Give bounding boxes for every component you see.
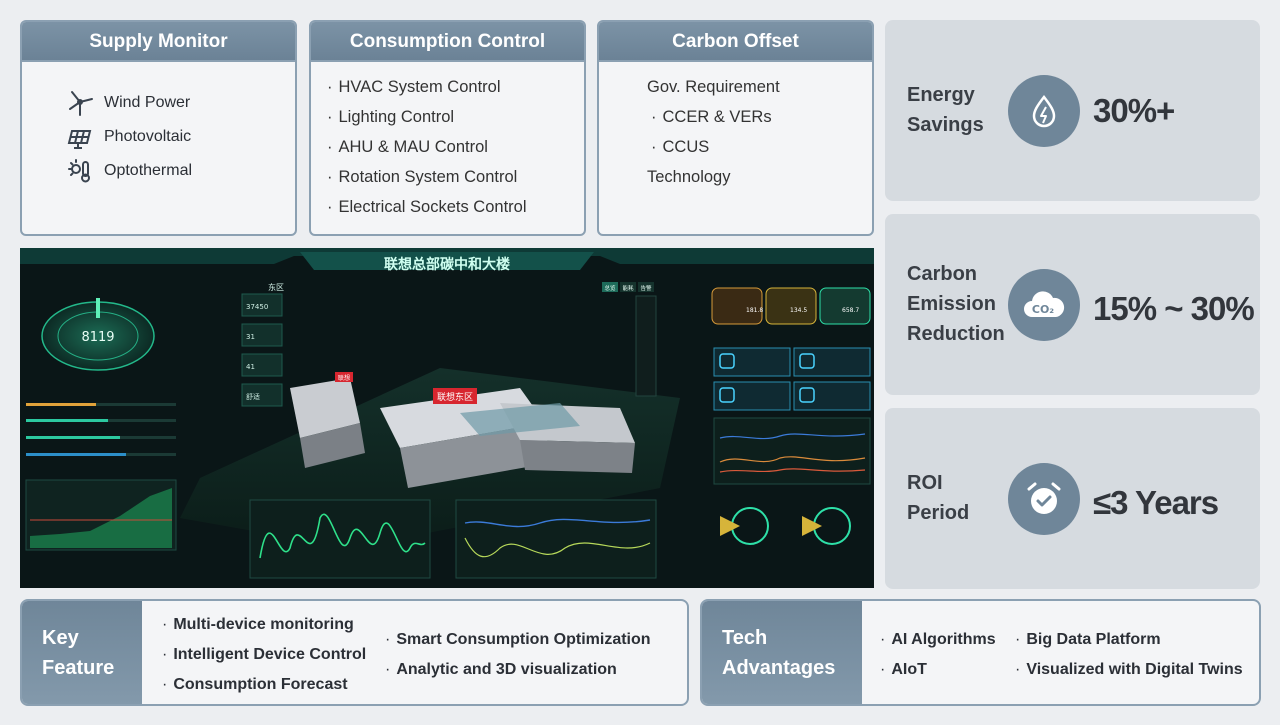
list-item: Technology	[647, 168, 731, 186]
roi-period-stat: ROI Period ≤3 Years	[885, 408, 1260, 589]
consumption-control-card: Consumption Control HVAC System Control …	[309, 20, 586, 236]
list-item: Optothermal	[66, 154, 295, 188]
list-item: Big Data Platform	[1015, 625, 1243, 655]
stat-value: 30%+	[1093, 92, 1175, 129]
list-item: Intelligent Device Control	[162, 640, 366, 670]
stat-label: Energy Savings	[907, 84, 984, 136]
dash-left-value: 37450	[246, 303, 268, 311]
carbon-emission-stat: Carbon Emission Reduction CO₂ 15% ~ 30%	[885, 214, 1260, 395]
supply-item-label: Optothermal	[104, 162, 193, 179]
dash-right-value: 181.8	[746, 307, 763, 314]
list-item: Multi-device monitoring	[162, 610, 366, 640]
co2-cloud-icon: CO₂	[1008, 269, 1080, 341]
list-item: Gov. Requirement	[647, 78, 780, 96]
dash-right-value: 134.5	[790, 307, 807, 314]
dash-tab[interactable]: 告警	[640, 284, 652, 292]
stat-label: Carbon Emission Reduction	[907, 263, 1005, 345]
supply-monitor-title: Supply Monitor	[22, 22, 295, 62]
gauge-value: 8119	[81, 330, 114, 345]
alarm-clock-icon	[1008, 463, 1080, 535]
dash-tab[interactable]: 能耗	[622, 284, 634, 292]
digital-twin-dashboard: 联想总部碳中和大楼 8119 37450 31 41 舒适 东区 联想 联想东区	[20, 248, 874, 588]
stat-value: ≤3 Years	[1093, 484, 1219, 521]
supply-list: Wind Power Photovoltaic Optothermal	[22, 62, 295, 188]
tech-list-2: Big Data Platform Visualized with Digita…	[1015, 625, 1243, 685]
dashboard-title: 联想总部碳中和大楼	[384, 256, 510, 273]
energy-drop-icon	[1008, 75, 1080, 147]
sun-thermometer-icon	[68, 159, 90, 183]
list-item: Consumption Forecast	[162, 670, 366, 700]
key-feature-list-2: Smart Consumption Optimization Analytic …	[385, 625, 651, 685]
list-item: Visualized with Digital Twins	[1015, 655, 1242, 685]
tech-list-1: AI Algorithms AIoT	[880, 625, 996, 685]
carbon-offset-title: Carbon Offset	[599, 22, 872, 62]
main-sign-text: 联想东区	[437, 391, 473, 403]
dash-left-value: 31	[246, 333, 255, 341]
list-item: Smart Consumption Optimization	[385, 625, 650, 655]
list-item: AIoT	[880, 655, 996, 685]
area-label: 东区	[268, 282, 284, 292]
stat-label: ROI Period	[907, 472, 970, 524]
energy-savings-stat: Energy Savings 30%+	[885, 20, 1260, 201]
key-feature-list-1: Multi-device monitoring Intelligent Devi…	[162, 610, 366, 700]
list-item: Analytic and 3D visualization	[385, 655, 651, 685]
list-item: Lighting Control	[327, 102, 560, 132]
dash-left-value: 41	[246, 363, 255, 371]
key-feature-panel: Key Feature Multi-device monitoring Inte…	[20, 599, 689, 706]
list-item: CCER & VERs	[647, 102, 848, 132]
wind-turbine-icon	[69, 91, 93, 116]
list-item: Photovoltaic	[66, 120, 295, 154]
svg-text:CO₂: CO₂	[1032, 303, 1054, 316]
tech-advantages-panel: Tech Advantages AI Algorithms AIoT Big D…	[700, 599, 1261, 706]
dash-tab[interactable]: 总览	[604, 284, 616, 292]
list-item: Wind Power	[66, 86, 295, 120]
dashboard-canvas: 联想总部碳中和大楼 8119 37450 31 41 舒适 东区 联想 联想东区	[20, 248, 874, 588]
list-item: Electrical Sockets Control	[327, 192, 560, 222]
tech-advantages-title: Tech Advantages	[702, 601, 862, 704]
consumption-control-title: Consumption Control	[311, 22, 584, 62]
supply-item-label: Wind Power	[104, 94, 191, 111]
carbon-list: Gov. Requirement CCER & VERs CCUS Techno…	[599, 62, 872, 206]
key-feature-title: Key Feature	[22, 601, 142, 704]
list-item: CCUS	[647, 132, 848, 162]
small-sign-text: 联想	[338, 374, 350, 382]
supply-item-label: Photovoltaic	[104, 128, 192, 145]
stat-value: 15% ~ 30%	[1093, 290, 1255, 327]
dash-left-value: 舒适	[246, 392, 260, 401]
list-item: HVAC System Control	[327, 72, 560, 102]
supply-monitor-card: Supply Monitor Wind Power Photovoltaic O…	[20, 20, 297, 236]
list-item: Rotation System Control	[327, 162, 560, 192]
list-item: AHU & MAU Control	[327, 132, 560, 162]
solar-panel-icon	[67, 130, 92, 149]
main-sign	[433, 388, 477, 404]
small-sign	[335, 372, 353, 382]
dash-right-value: 658.7	[842, 307, 859, 314]
list-item: AI Algorithms	[880, 625, 995, 655]
consumption-list: HVAC System Control Lighting Control AHU…	[311, 62, 584, 234]
carbon-offset-card: Carbon Offset Gov. Requirement CCER & VE…	[597, 20, 874, 236]
